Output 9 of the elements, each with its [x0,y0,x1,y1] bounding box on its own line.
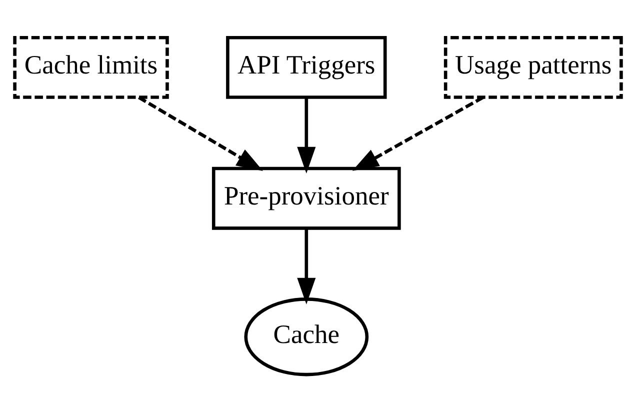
node-box: Pre-provisioner [212,166,401,230]
arrow [138,96,264,171]
arrow [297,97,316,174]
node-box: Usage patterns [444,36,623,99]
node-box: Cache limits [13,36,169,99]
arrow [297,228,316,304]
node-ellipse: Cache [244,298,369,376]
node-box: API Triggers [226,36,387,99]
arrow [352,96,484,171]
